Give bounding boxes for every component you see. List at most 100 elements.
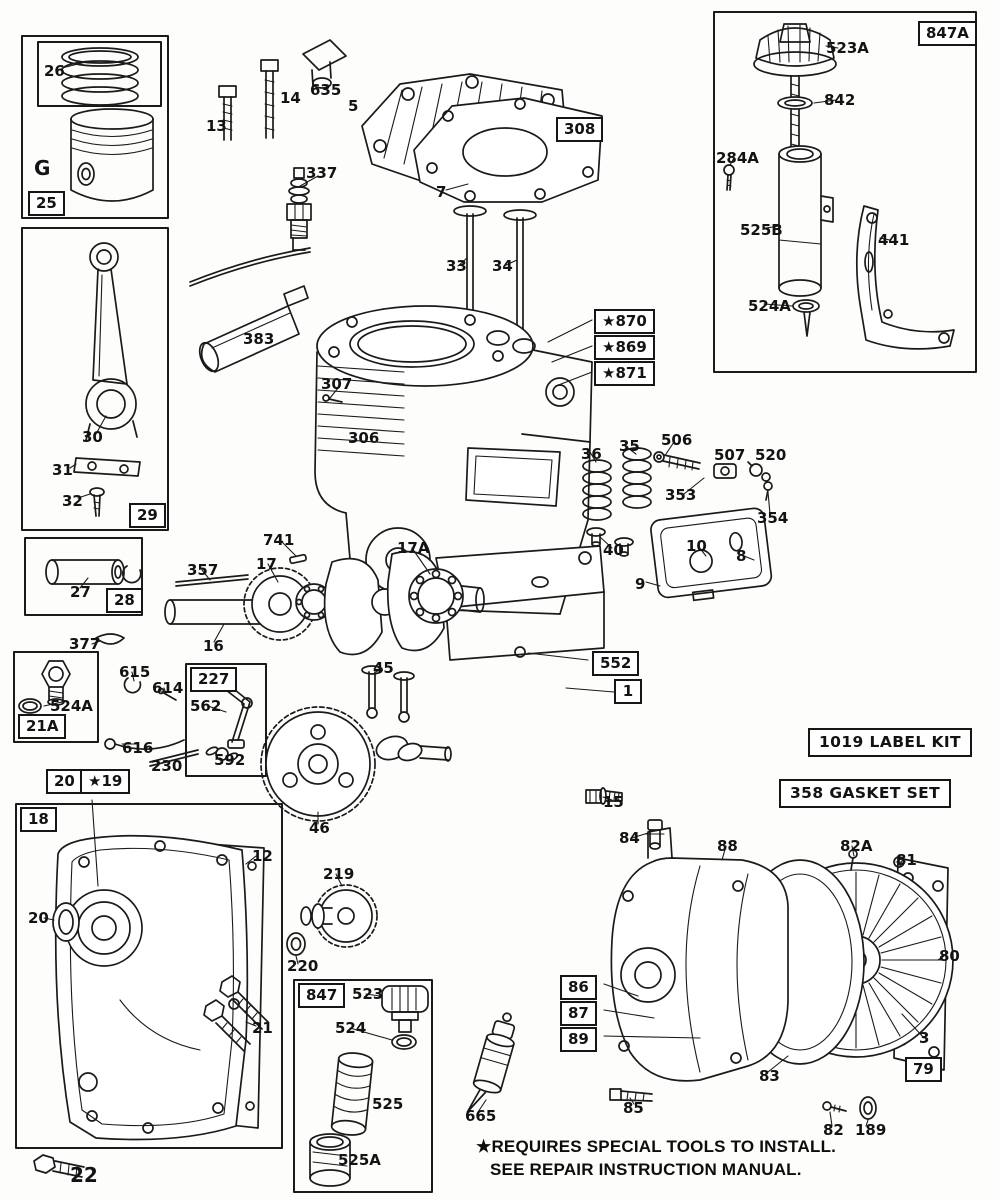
valve-springs <box>582 447 652 521</box>
part-label-525a: 525A <box>338 1151 381 1169</box>
part-label-665: 665 <box>465 1107 497 1125</box>
note-line-1: ★REQUIRES SPECIAL TOOLS TO INSTALL. <box>476 1137 837 1156</box>
part-label-13: 13 <box>206 117 227 135</box>
part-label-337: 337 <box>306 164 338 182</box>
cam-gear <box>260 706 452 822</box>
part-label-507: 507 <box>714 446 746 464</box>
part-label-15: 15 <box>603 793 624 811</box>
part-label-524a-left: 524A <box>50 697 93 715</box>
part-label-21: 21 <box>252 1019 273 1037</box>
part-label-552: 552 <box>592 651 640 676</box>
part-label-189: 189 <box>855 1121 887 1139</box>
part-label-46: 46 <box>309 819 330 837</box>
part-label-10: 10 <box>686 537 707 555</box>
part-label-80: 80 <box>939 947 960 965</box>
governor-linkage <box>104 677 253 767</box>
part-label-28: 28 <box>106 588 143 613</box>
piston <box>70 108 154 202</box>
part-label-32: 32 <box>62 492 83 510</box>
part-label-871: ★871 <box>594 361 655 386</box>
part-label-12: 12 <box>252 847 273 865</box>
part-label-353: 353 <box>665 486 697 504</box>
part-label-33: 33 <box>446 257 467 275</box>
part-label-82: 82 <box>823 1121 844 1139</box>
part-label-34: 34 <box>492 257 513 275</box>
part-label-22: 22 <box>70 1163 98 1187</box>
part-label-8: 8 <box>736 547 747 565</box>
part-label-1: 1 <box>614 679 642 704</box>
part-label-81: 81 <box>896 851 917 869</box>
part-label-847a: 847A <box>918 21 977 46</box>
oil-fill-assembly <box>309 985 429 1187</box>
part-label-220: 220 <box>287 957 319 975</box>
small-hardware <box>653 451 773 501</box>
part-label-17a: 17A <box>397 539 430 557</box>
part-label-83: 83 <box>759 1067 780 1085</box>
breather-elbow-635 <box>302 39 347 89</box>
drain-plug <box>585 787 623 805</box>
part-label-219: 219 <box>323 865 355 883</box>
part-label-29: 29 <box>129 503 166 528</box>
part-label-26: 26 <box>44 62 65 80</box>
part-label-87: 87 <box>560 1001 597 1026</box>
part-label-35: 35 <box>619 437 640 455</box>
part-label-21a: 21A <box>18 714 67 739</box>
head-bolts <box>218 59 279 141</box>
part-label-523: 523 <box>352 985 384 1003</box>
part-label-592: 592 <box>214 751 246 769</box>
part-label-17: 17 <box>256 555 277 573</box>
piston-pin <box>45 559 142 585</box>
oil-plug <box>18 660 71 714</box>
part-label-635: 635 <box>310 81 342 99</box>
part-label-88: 88 <box>717 837 738 855</box>
part-label-230: 230 <box>151 757 183 775</box>
part-label-7: 7 <box>436 183 447 201</box>
part-label-85: 85 <box>623 1099 644 1117</box>
part-label-741: 741 <box>263 531 295 549</box>
part-label-870: ★870 <box>594 309 655 334</box>
part-label-45: 45 <box>373 659 394 677</box>
cylinder-block <box>314 305 605 661</box>
part-label-377: 377 <box>69 635 101 653</box>
crankshaft <box>164 550 485 656</box>
part-label-84: 84 <box>619 829 640 847</box>
cover-bolt <box>33 1154 85 1178</box>
part-label-40: 40 <box>603 541 624 559</box>
part-label-g: G <box>34 156 51 180</box>
breather-cover <box>650 507 773 602</box>
part-label-354: 354 <box>757 509 789 527</box>
part-label-227: 227 <box>190 667 238 692</box>
dipstick-assembly <box>723 23 955 350</box>
part-label-284a: 284A <box>716 149 759 167</box>
part-label-524: 524 <box>335 1019 367 1037</box>
part-label-842: 842 <box>824 91 856 109</box>
part-label-383: 383 <box>243 330 275 348</box>
part-label-562: 562 <box>190 697 222 715</box>
part-label-525b: 525B <box>740 221 783 239</box>
part-label-525: 525 <box>372 1095 404 1113</box>
part-label-14: 14 <box>280 89 301 107</box>
part-label-86: 86 <box>560 975 597 1000</box>
oiler <box>466 1012 516 1113</box>
part-label-gasket-set: 358 GASKET SET <box>779 779 952 808</box>
part-label-89: 89 <box>560 1027 597 1052</box>
valve-retainers <box>586 527 634 557</box>
part-label-5: 5 <box>348 97 359 115</box>
part-label-506: 506 <box>661 431 693 449</box>
part-label-3: 3 <box>919 1029 930 1047</box>
blower-housing <box>610 827 789 1082</box>
part-label-27: 27 <box>70 583 91 601</box>
idler-gear <box>286 884 378 956</box>
crankcase-cover <box>52 834 269 1141</box>
tappets <box>361 665 415 723</box>
part-label-616: 616 <box>122 739 154 757</box>
part-label-20-box: 20 <box>46 769 83 794</box>
container-boxes <box>13 11 977 1193</box>
part-label-869: ★869 <box>594 335 655 360</box>
part-label-615: 615 <box>119 663 151 681</box>
part-label-30: 30 <box>82 428 103 446</box>
thrust-washer-377 <box>95 633 125 645</box>
part-label-20: 20 <box>28 909 49 927</box>
